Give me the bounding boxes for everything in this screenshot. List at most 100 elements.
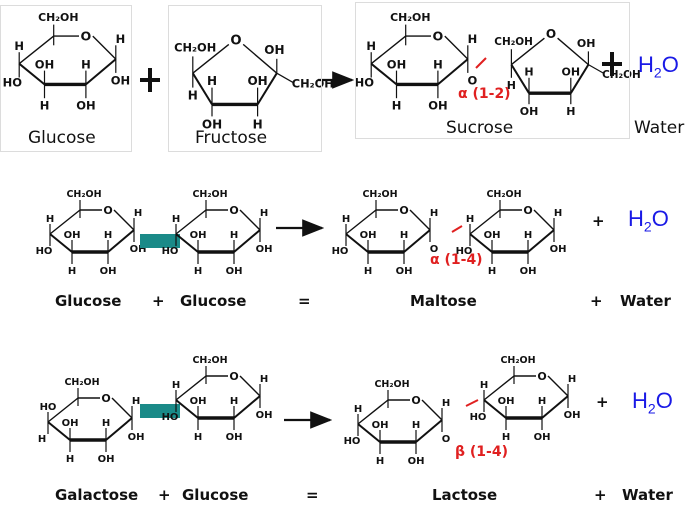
c3-bottom-label: H — [194, 432, 202, 443]
ring-bond — [483, 375, 515, 401]
ch2oh-label: CH₂OH — [192, 355, 227, 366]
label-lactose: Lactose — [432, 486, 498, 504]
c3-bottom-label: H — [66, 454, 74, 465]
c4-top-label: H — [466, 214, 474, 225]
c4-bottom-label: HO — [36, 246, 53, 257]
c4-bottom-label: HO — [162, 246, 179, 257]
substituent-bond — [588, 64, 605, 74]
ring-bond — [175, 399, 199, 419]
c4-top-label: HO — [40, 402, 57, 413]
ring-oxygen: O — [399, 204, 408, 217]
ring-oxygen: O — [523, 204, 532, 217]
c1-bottom-label: OH — [256, 244, 273, 255]
ring-bond — [233, 395, 261, 419]
c1-bottom-label: OH — [130, 244, 147, 255]
ring-bond — [345, 209, 377, 235]
c2-top-label: OH — [264, 43, 284, 57]
galactose-ring — [47, 397, 133, 442]
c4-bottom-label: HO — [344, 436, 361, 447]
c1-top-label: H — [116, 32, 126, 46]
water-formula-2: H2O — [628, 206, 669, 235]
ring-bond — [357, 423, 381, 443]
c4-top-label: H — [342, 214, 350, 225]
label-galactose: Galactose — [55, 486, 139, 504]
ch2oh-label: CH₂OH — [486, 189, 521, 200]
c3-top-label: OH — [35, 57, 54, 71]
plus-3b: + — [594, 486, 607, 504]
ring-bond — [483, 399, 507, 419]
ring-bond — [191, 72, 213, 105]
ring-bond — [111, 397, 133, 419]
c4-bottom-label: OH — [202, 117, 222, 131]
c2-bottom-label: OH — [428, 99, 447, 113]
c4-bottom-label: HO — [355, 76, 375, 90]
ring-bond — [437, 58, 469, 86]
ring-bond — [510, 64, 530, 94]
ch2oh-label: CH₂OH — [374, 379, 409, 390]
ring-bond — [47, 397, 79, 423]
equals-2: = — [298, 292, 311, 310]
c2-bottom-label: OH — [100, 266, 117, 277]
glucose-ring-2a — [49, 209, 135, 254]
c4-bottom-label: HO — [3, 76, 23, 90]
c4-bottom-label: OH — [520, 105, 539, 118]
c3-top-label: OH — [372, 420, 389, 431]
c1-bottom-label: OH — [111, 73, 130, 87]
glycosidic-bond — [465, 399, 479, 407]
c1-bottom-label: OH — [550, 244, 567, 255]
c1-top-label: H — [134, 208, 142, 219]
ring-bond — [18, 62, 46, 86]
c1-top-label: H — [260, 374, 268, 385]
water-removal-highlight — [140, 404, 180, 418]
c1-top-label: H — [442, 398, 450, 409]
c2-top-label: H — [230, 230, 238, 241]
c4-bottom-label: HO — [470, 412, 487, 423]
c2-top-label: H — [230, 396, 238, 407]
c2-top-label: H — [104, 230, 112, 241]
ring-bond — [510, 37, 545, 66]
ring-bond — [175, 375, 207, 401]
c3-top-label: OH — [190, 396, 207, 407]
lactose-ring-right — [483, 375, 569, 420]
ring-bond — [107, 229, 135, 253]
c3-bottom-label: H — [253, 117, 263, 131]
ring-bond — [239, 375, 261, 397]
c3-top-label: OH — [498, 396, 515, 407]
label-glucose-3: Glucose — [182, 486, 249, 504]
c1-bottom-label: O — [442, 434, 451, 445]
c3-top-label: OH — [562, 66, 581, 79]
ring-oxygen: O — [537, 370, 546, 383]
ch2oh-label: CH₂OH — [174, 41, 216, 55]
c5-bottom-label: H — [188, 89, 198, 103]
fructose-frame — [168, 5, 322, 152]
ring-oxygen: O — [103, 204, 112, 217]
c1-bottom-label: OH — [564, 410, 581, 421]
glycosidic-bond — [475, 57, 487, 69]
c4-top-label: H — [172, 214, 180, 225]
c4-top-label: H — [354, 404, 362, 415]
label-glucose-1: Glucose — [28, 128, 96, 148]
c3-bottom-label: H — [194, 266, 202, 277]
water-removal-highlight — [140, 234, 180, 248]
bond-label-lactose: β (1-4) — [455, 444, 508, 460]
ring-bond — [547, 375, 569, 397]
c1-bottom-label: OH — [128, 432, 145, 443]
c3-top-label: OH — [247, 74, 267, 88]
ch2oh-label: CH₂OH — [494, 36, 533, 48]
c4-top-label: H — [14, 39, 24, 53]
c2-bottom-label: OH — [520, 266, 537, 277]
c3-bottom-label: H — [364, 266, 372, 277]
c3-bottom-label: H — [392, 99, 402, 113]
ch2oh-label: CH₂OH — [64, 377, 99, 388]
c2-top-label: H — [81, 57, 91, 71]
c2-bottom-label: OH — [76, 99, 95, 113]
maltose-ring-left — [345, 209, 431, 254]
glucose-frame — [0, 5, 132, 152]
c4-bottom-label: HO — [162, 412, 179, 423]
ring-bond — [175, 209, 207, 235]
ring-bond — [239, 209, 261, 231]
ring-oxygen: O — [546, 27, 556, 41]
label-glucose-2b: Glucose — [180, 292, 247, 310]
c3-bottom-label: H — [488, 266, 496, 277]
ring-bond — [47, 421, 71, 441]
